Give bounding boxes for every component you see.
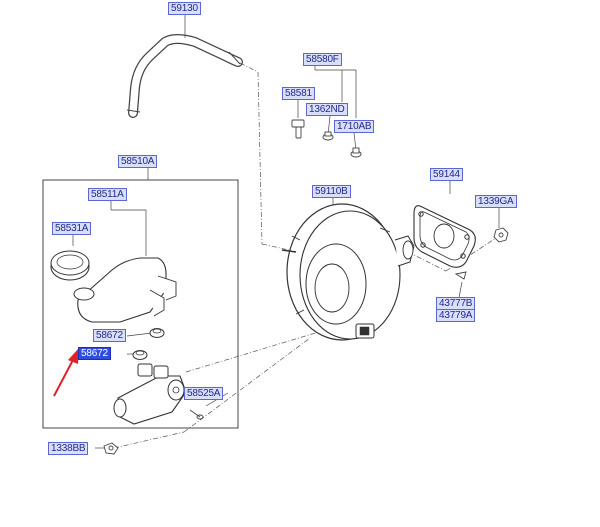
label-58510a[interactable]: 58510A bbox=[118, 155, 158, 168]
label-58580f[interactable]: 58580F bbox=[303, 53, 342, 66]
label-1338bb[interactable]: 1338BB bbox=[48, 442, 89, 455]
label-1362nd[interactable]: 1362ND bbox=[306, 103, 348, 116]
label-58511a[interactable]: 58511A bbox=[88, 188, 127, 201]
red-arrow-icon bbox=[53, 348, 79, 397]
reservoir-cap-part bbox=[50, 250, 90, 281]
hardware-parts bbox=[103, 119, 509, 455]
grommet-parts bbox=[132, 328, 165, 360]
label-58672-selected[interactable]: 58672 bbox=[78, 347, 111, 360]
vacuum-hose-part bbox=[126, 34, 243, 118]
label-58581[interactable]: 58581 bbox=[282, 87, 315, 100]
master-cylinder-part bbox=[113, 363, 187, 425]
label-1339ga[interactable]: 1339GA bbox=[475, 195, 517, 208]
reservoir-part bbox=[73, 257, 177, 323]
booster-gasket-part bbox=[413, 205, 476, 268]
label-43779a[interactable]: 43779A bbox=[436, 309, 476, 322]
label-58525a[interactable]: 58525A bbox=[184, 387, 224, 400]
brake-booster-part bbox=[281, 203, 415, 341]
label-58531a[interactable]: 58531A bbox=[52, 222, 92, 235]
label-1710ab[interactable]: 1710AB bbox=[334, 120, 375, 133]
assembly-frame bbox=[42, 179, 239, 429]
label-59110b[interactable]: 59110B bbox=[312, 185, 351, 198]
label-59144[interactable]: 59144 bbox=[430, 168, 463, 181]
label-58672-upper[interactable]: 58672 bbox=[93, 329, 126, 342]
label-59130[interactable]: 59130 bbox=[168, 2, 201, 15]
